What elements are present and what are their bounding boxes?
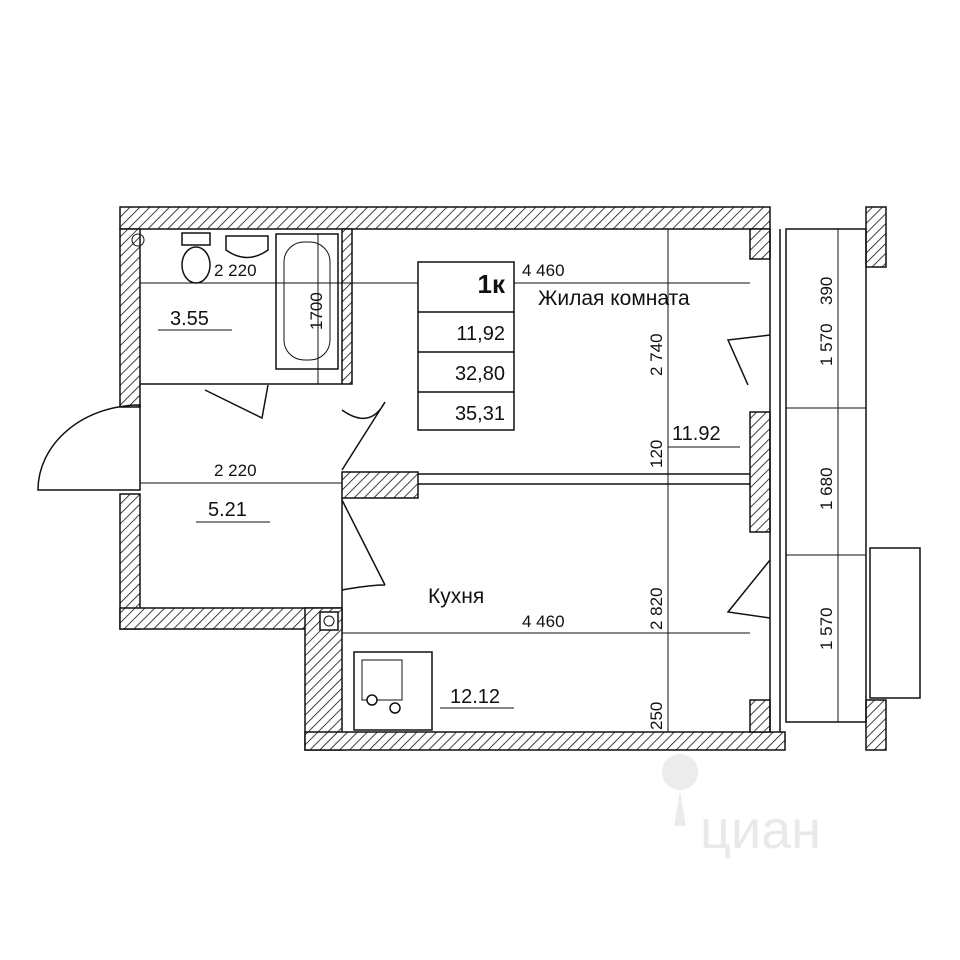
info-table: 1к 11,92 32,80 35,31 [417, 261, 515, 431]
dim-balcony-mid: 1 680 [817, 467, 836, 510]
dim-hall-width: 2 220 [214, 461, 257, 480]
dim-bath-tub: 1700 [307, 292, 326, 330]
interior-lines [140, 228, 921, 732]
window-door-living [726, 334, 771, 386]
kitchen-sink [353, 651, 433, 731]
dim-kitchen-offset: 250 [647, 702, 666, 730]
doors [37, 334, 771, 619]
kitchen-name: Кухня [428, 585, 484, 608]
watermark: циан [662, 754, 821, 860]
dim-balcony-top-small: 390 [817, 277, 836, 305]
stove-icon [366, 694, 378, 706]
fixtures [131, 232, 433, 731]
entrance-door [37, 404, 141, 491]
top-wall [119, 206, 771, 230]
dim-bath-width: 2 220 [214, 261, 257, 280]
riser-icon [319, 611, 339, 631]
right-pier-mid [749, 411, 771, 533]
drain-icon [131, 233, 145, 247]
bath-door [204, 384, 269, 420]
left-wall-upper [119, 228, 141, 408]
room-labels: Жилая комната 11.92 Кухня 12.12 3.55 5.2… [170, 287, 721, 708]
dim-balcony-bottom: 1 570 [817, 607, 836, 650]
balcony-right-wall-top [865, 206, 887, 268]
hallway-area: 5.21 [208, 499, 247, 521]
living-door [341, 401, 386, 471]
toilet-icon [181, 246, 211, 284]
partition-wall [341, 471, 419, 499]
dim-kitchen-width: 4 460 [522, 612, 565, 631]
right-pier-bottom [749, 699, 771, 733]
dim-balcony-top: 1 570 [817, 323, 836, 366]
balcony [785, 228, 867, 723]
kitchen-area: 12.12 [450, 686, 500, 708]
pin-icon [662, 754, 699, 826]
living-area-value: 11,92 [456, 323, 505, 345]
living-room-area: 11.92 [672, 423, 721, 445]
dim-living-width: 4 460 [522, 261, 565, 280]
bottom-wall [304, 731, 786, 751]
living-room-name: Жилая комната [538, 287, 690, 310]
right-pier-top [749, 228, 771, 260]
dim-kitchen-depth: 2 820 [647, 587, 666, 630]
window-door-kitchen [726, 559, 771, 619]
bathtub [275, 233, 339, 370]
balcony-bench [869, 547, 921, 699]
kitchen-door [341, 499, 386, 591]
dim-living-depth: 2 740 [647, 333, 666, 376]
apartment-type: 1к [478, 269, 506, 299]
dimension-labels: 2 220 1700 4 460 2 740 120 2 220 4 460 2… [214, 261, 836, 730]
dim-partition: 120 [647, 440, 666, 468]
sink-icon [225, 235, 269, 259]
kitchen-left-wall [304, 607, 343, 751]
bathroom-area: 3.55 [170, 308, 209, 330]
balcony-right-wall-bottom [865, 699, 887, 751]
total-area-balcony-value: 35,31 [455, 403, 505, 425]
walls [119, 206, 887, 751]
watermark-text: циан [700, 800, 821, 860]
total-area-value: 32,80 [455, 363, 505, 385]
bath-partition [341, 228, 353, 385]
